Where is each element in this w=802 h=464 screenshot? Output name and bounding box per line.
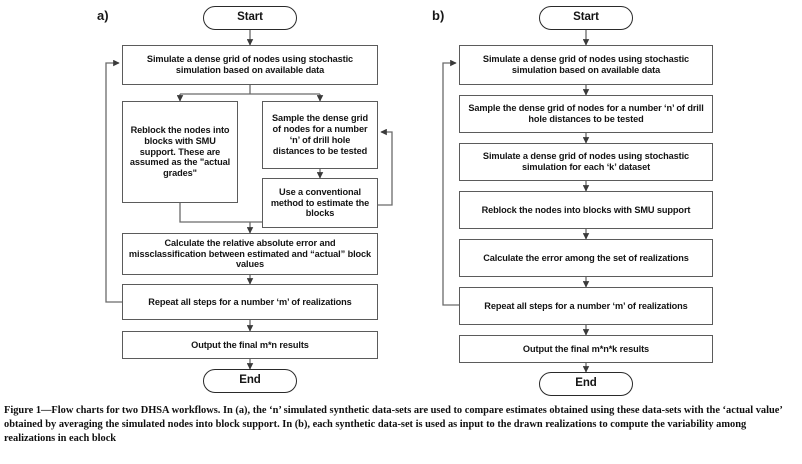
panel-label-a: a) — [97, 8, 109, 23]
node-a-end-label: End — [239, 374, 261, 387]
node-b-start-label: Start — [573, 11, 599, 24]
node-a-sample-label: Sample the dense grid of nodes for a num… — [272, 113, 368, 156]
node-b-end-label: End — [575, 377, 597, 390]
node-b-simulate-label: Simulate a dense grid of nodes using sto… — [482, 54, 690, 75]
node-a-repeat[interactable]: Repeat all steps for a number ‘m’ of rea… — [122, 284, 378, 320]
node-b-sample-label: Sample the dense grid of nodes for a num… — [468, 103, 704, 124]
panel-label-b: b) — [432, 8, 445, 23]
node-a-conventional-label: Use a conventional method to estimate th… — [270, 186, 370, 219]
node-b-end[interactable]: End — [539, 372, 633, 396]
node-a-calculate-label: Calculate the relative absolute error an… — [128, 237, 372, 270]
node-a-repeat-label: Repeat all steps for a number ‘m’ of rea… — [148, 296, 352, 307]
node-b-repeat-label: Repeat all steps for a number ‘m’ of rea… — [484, 300, 688, 311]
node-a-calculate[interactable]: Calculate the relative absolute error an… — [122, 233, 378, 275]
node-a-output[interactable]: Output the final m*n results — [122, 331, 378, 359]
node-b-simulate-k-label: Simulate a dense grid of nodes using sto… — [482, 151, 690, 172]
node-a-start-label: Start — [237, 11, 263, 24]
node-a-output-label: Output the final m*n results — [191, 339, 309, 350]
node-b-simulate-k[interactable]: Simulate a dense grid of nodes using sto… — [459, 143, 713, 181]
node-b-calculate-label: Calculate the error among the set of rea… — [483, 252, 689, 263]
node-b-calculate[interactable]: Calculate the error among the set of rea… — [459, 239, 713, 277]
node-b-sample[interactable]: Sample the dense grid of nodes for a num… — [459, 95, 713, 133]
node-b-repeat[interactable]: Repeat all steps for a number ‘m’ of rea… — [459, 287, 713, 325]
node-b-reblock[interactable]: Reblock the nodes into blocks with SMU s… — [459, 191, 713, 229]
edge-a-repeat-feedback — [105, 59, 122, 303]
edge-a-reblock-to-calculate — [179, 203, 250, 223]
node-b-reblock-label: Reblock the nodes into blocks with SMU s… — [481, 204, 691, 215]
node-a-reblock[interactable]: Reblock the nodes into blocks with SMU s… — [122, 101, 238, 203]
node-a-end[interactable]: End — [203, 369, 297, 393]
edge-a-conventional-feedback — [378, 128, 393, 206]
node-a-reblock-label: Reblock the nodes into blocks with SMU s… — [129, 124, 231, 179]
node-b-output-label: Output the final m*n*k results — [522, 343, 650, 354]
node-a-simulate-label: Simulate a dense grid of nodes using sto… — [146, 54, 354, 75]
flowchart-connectors — [105, 29, 590, 373]
node-a-conventional[interactable]: Use a conventional method to estimate th… — [262, 178, 378, 228]
node-b-output[interactable]: Output the final m*n*k results — [459, 335, 713, 363]
node-a-start[interactable]: Start — [203, 6, 297, 30]
node-b-simulate[interactable]: Simulate a dense grid of nodes using sto… — [459, 45, 713, 85]
node-a-simulate[interactable]: Simulate a dense grid of nodes using sto… — [122, 45, 378, 85]
figure-caption: Figure 1—Flow charts for two DHSA workfl… — [4, 405, 783, 444]
edge-b-repeat-feedback — [442, 59, 459, 306]
node-a-sample[interactable]: Sample the dense grid of nodes for a num… — [262, 101, 378, 169]
node-b-start[interactable]: Start — [539, 6, 633, 30]
